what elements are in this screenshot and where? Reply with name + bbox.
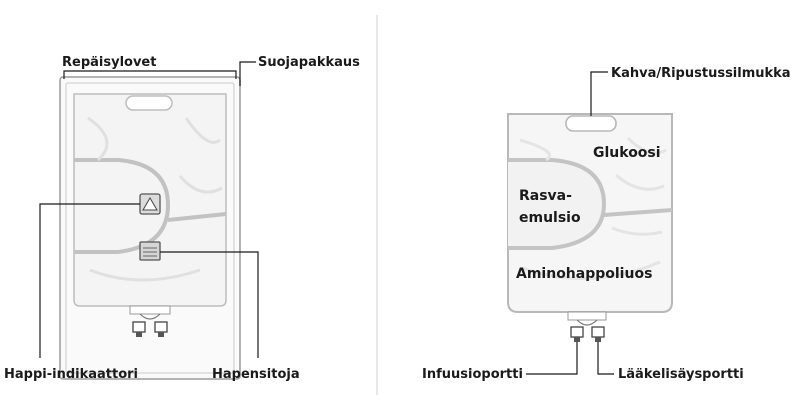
oxygen-absorber-leader [160,251,259,358]
additive-port-tip [595,337,601,342]
bag-handle [565,115,617,132]
handle-label: Kahva/Ripustussilmukka [611,66,791,81]
left-amino-seal [167,212,227,222]
left-port-bridge [139,313,161,320]
left-infusion-port [132,321,146,333]
lipid-compartment-seal [508,158,607,250]
infusion-port [570,326,584,338]
left-additive-port [154,321,168,333]
additive-port-leader [597,342,614,375]
right-figure: Glukoosi Rasva- emulsio Aminohappoliuos … [422,66,791,382]
amino-compartment-seal [603,208,673,217]
left-lipid-seal [74,158,171,254]
left-port-base [129,305,171,315]
left-figure: Repäisylovet Suojapakkaus Happi-indikaat… [4,55,360,382]
overpouch-label: Suojapakkaus [258,55,360,70]
overpouch-leader [239,61,256,86]
left-wrinkles [87,116,223,282]
glucose-label: Glukoosi [593,145,661,161]
oxygen-absorber [139,241,161,261]
lipid-label-line1: Rasva- [519,188,572,204]
lipid-label-line2: emulsio [519,210,581,226]
handle-leader [590,71,608,116]
amino-acids-label: Aminohappoliuos [516,266,652,282]
left-additive-port-tip [158,332,164,337]
infusion-port-tip [574,337,580,342]
port-base [567,311,607,321]
left-infusion-port-tip [136,332,142,337]
oxygen-indicator-leader [39,203,140,358]
additive-port [591,326,605,338]
bag-wrinkles [519,136,667,281]
oxygen-indicator-icon [142,197,158,211]
tear-notches-label: Repäisylovet [62,55,156,70]
port-bridge [576,319,598,326]
overpouch-inner-seam [65,82,235,374]
additive-port-label: Lääkelisäysportti [618,367,744,382]
oxygen-indicator-label: Happi-indikaattori [4,367,138,382]
infusion-port-label: Infuusioportti [422,367,523,382]
infusion-port-leader [526,342,578,375]
oxygen-absorber-label: Hapensitoja [212,367,300,382]
left-handle [125,95,173,111]
tear-notches-bracket [63,70,237,79]
